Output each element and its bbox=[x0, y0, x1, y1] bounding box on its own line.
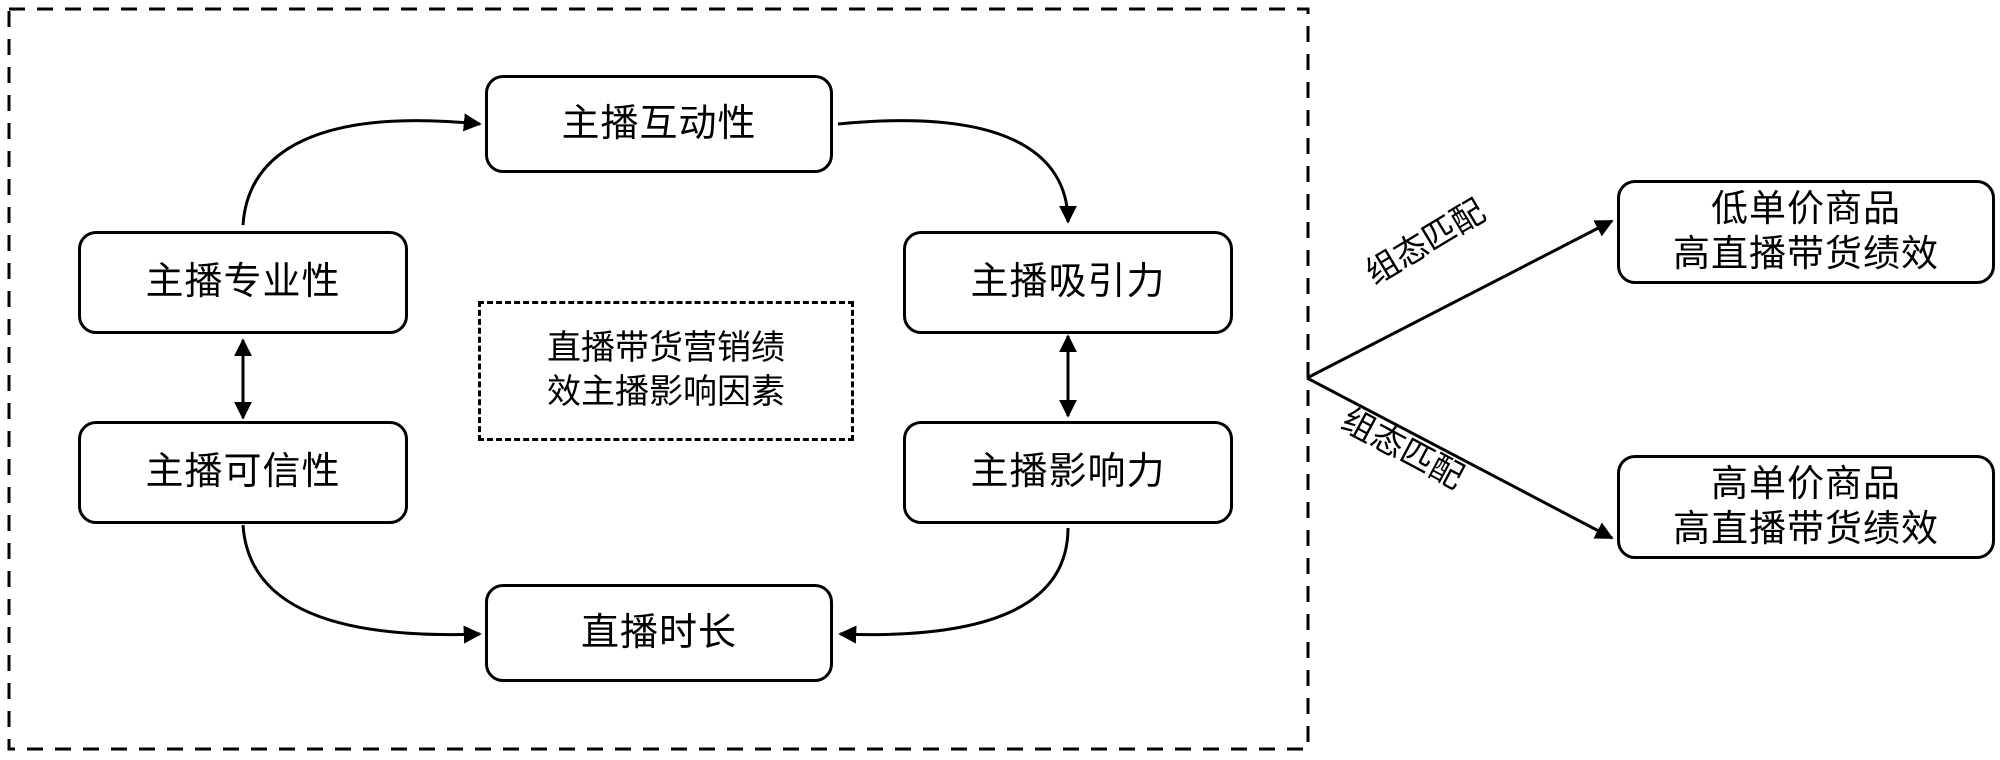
outcome-high-price-label: 高单价商品 高直播带货绩效 bbox=[1673, 463, 1939, 550]
node-professionalism-label: 主播专业性 bbox=[145, 261, 341, 304]
node-interactivity[interactable]: 主播互动性 bbox=[485, 75, 833, 173]
node-influence[interactable]: 主播影响力 bbox=[903, 421, 1233, 524]
outcome-high-price[interactable]: 高单价商品 高直播带货绩效 bbox=[1617, 455, 1995, 559]
node-duration[interactable]: 直播时长 bbox=[485, 584, 833, 682]
node-attractiveness-label: 主播吸引力 bbox=[970, 261, 1166, 304]
edge-branch-to-low-price bbox=[1306, 219, 1614, 380]
node-attractiveness[interactable]: 主播吸引力 bbox=[903, 231, 1233, 334]
outcome-low-price[interactable]: 低单价商品 高直播带货绩效 bbox=[1617, 180, 1995, 284]
edge-professionalism-to-interactivity bbox=[241, 113, 482, 226]
node-professionalism[interactable]: 主播专业性 bbox=[78, 231, 408, 334]
node-interactivity-label: 主播互动性 bbox=[561, 102, 757, 145]
edge-credibility-to-duration bbox=[241, 524, 482, 644]
node-influence-label: 主播影响力 bbox=[970, 451, 1166, 494]
node-duration-label: 直播时长 bbox=[580, 611, 737, 654]
center-topic-label: 直播带货营销绩 效主播影响因素 bbox=[547, 329, 785, 411]
dashed-outer-border bbox=[7, 7, 1310, 751]
edge-interactivity-to-attractiveness bbox=[837, 119, 1077, 224]
edge-influence-to-duration bbox=[838, 527, 1070, 644]
node-credibility[interactable]: 主播可信性 bbox=[78, 421, 408, 524]
outcome-low-price-label: 低单价商品 高直播带货绩效 bbox=[1673, 188, 1939, 275]
node-credibility-label: 主播可信性 bbox=[145, 451, 341, 494]
edge-branch-to-high-price bbox=[1306, 376, 1614, 540]
center-topic-box: 直播带货营销绩 效主播影响因素 bbox=[478, 301, 854, 441]
